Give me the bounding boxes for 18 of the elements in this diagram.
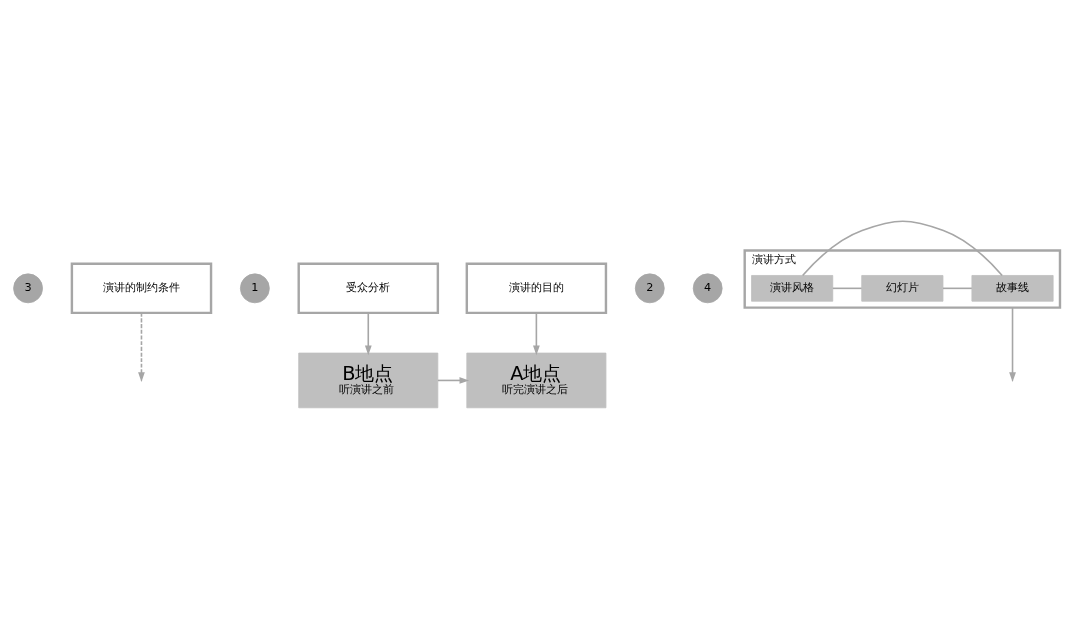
node-circle: 2 — [634, 273, 665, 304]
node-circle: 3 — [13, 273, 43, 304]
arrow — [533, 312, 540, 356]
arrow — [437, 377, 470, 384]
node-box: 幻灯片 — [861, 275, 944, 302]
node-box: 演讲的目的 — [465, 262, 608, 315]
node-box: 受众分析 — [297, 262, 440, 315]
connector — [942, 287, 973, 290]
arrow — [364, 312, 372, 356]
node-circle: 4 — [692, 273, 723, 304]
connector — [832, 287, 863, 290]
node-box: B地点 听演讲之前 — [298, 352, 439, 409]
node-box: 故事线 — [971, 275, 1054, 302]
connector — [801, 220, 1003, 277]
node-box: 演讲的制约条件 — [70, 262, 213, 315]
node-box: A地点 听完演讲之后 — [466, 352, 607, 409]
node-circle: 1 — [240, 273, 270, 304]
node-box: 演讲风格 — [751, 275, 834, 302]
